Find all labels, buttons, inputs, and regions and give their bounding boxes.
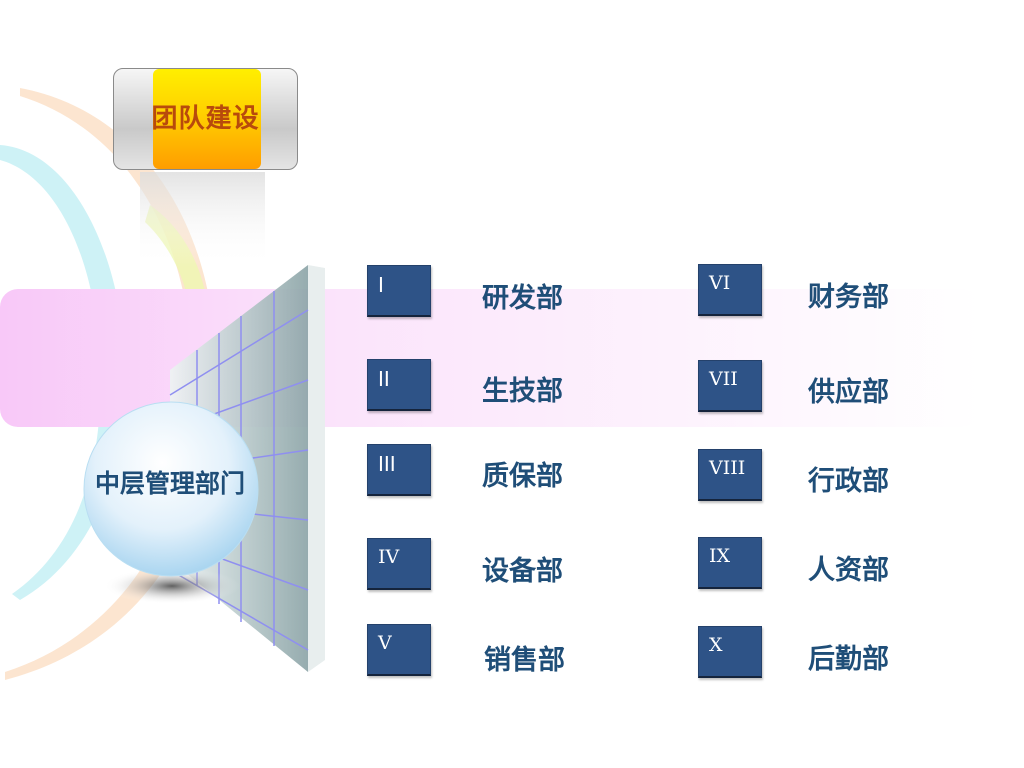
department-label-8: 行政部 (808, 466, 889, 497)
numeral-badge-1: I (367, 265, 431, 317)
numeral-badge-6: VI (698, 264, 762, 316)
numeral-badge-2: II (367, 359, 431, 411)
numeral-badge-4: IV (367, 538, 431, 590)
title-highlight (153, 69, 261, 169)
page-title: 团队建设 (151, 104, 260, 134)
department-label-3: 质保部 (482, 461, 563, 492)
numeral-badge-5: V (367, 624, 431, 676)
numeral-badge-7: VII (698, 360, 762, 412)
department-label-5: 销售部 (484, 645, 565, 676)
department-label-9: 人资部 (808, 555, 889, 586)
center-sphere (83, 401, 259, 577)
department-label-10: 后勤部 (808, 644, 889, 675)
department-label-4: 设备部 (482, 556, 563, 587)
department-label-6: 财务部 (808, 282, 889, 313)
numeral-badge-9: IX (698, 537, 762, 589)
center-label: 中层管理部门 (94, 469, 245, 498)
title-tab: 团队建设 (113, 68, 298, 170)
numeral-badge-10: X (698, 626, 762, 678)
department-label-1: 研发部 (482, 283, 563, 314)
department-label-2: 生技部 (482, 376, 563, 407)
numeral-badge-8: VIII (698, 449, 762, 501)
department-label-7: 供应部 (808, 377, 889, 408)
numeral-badge-3: III (367, 444, 431, 496)
